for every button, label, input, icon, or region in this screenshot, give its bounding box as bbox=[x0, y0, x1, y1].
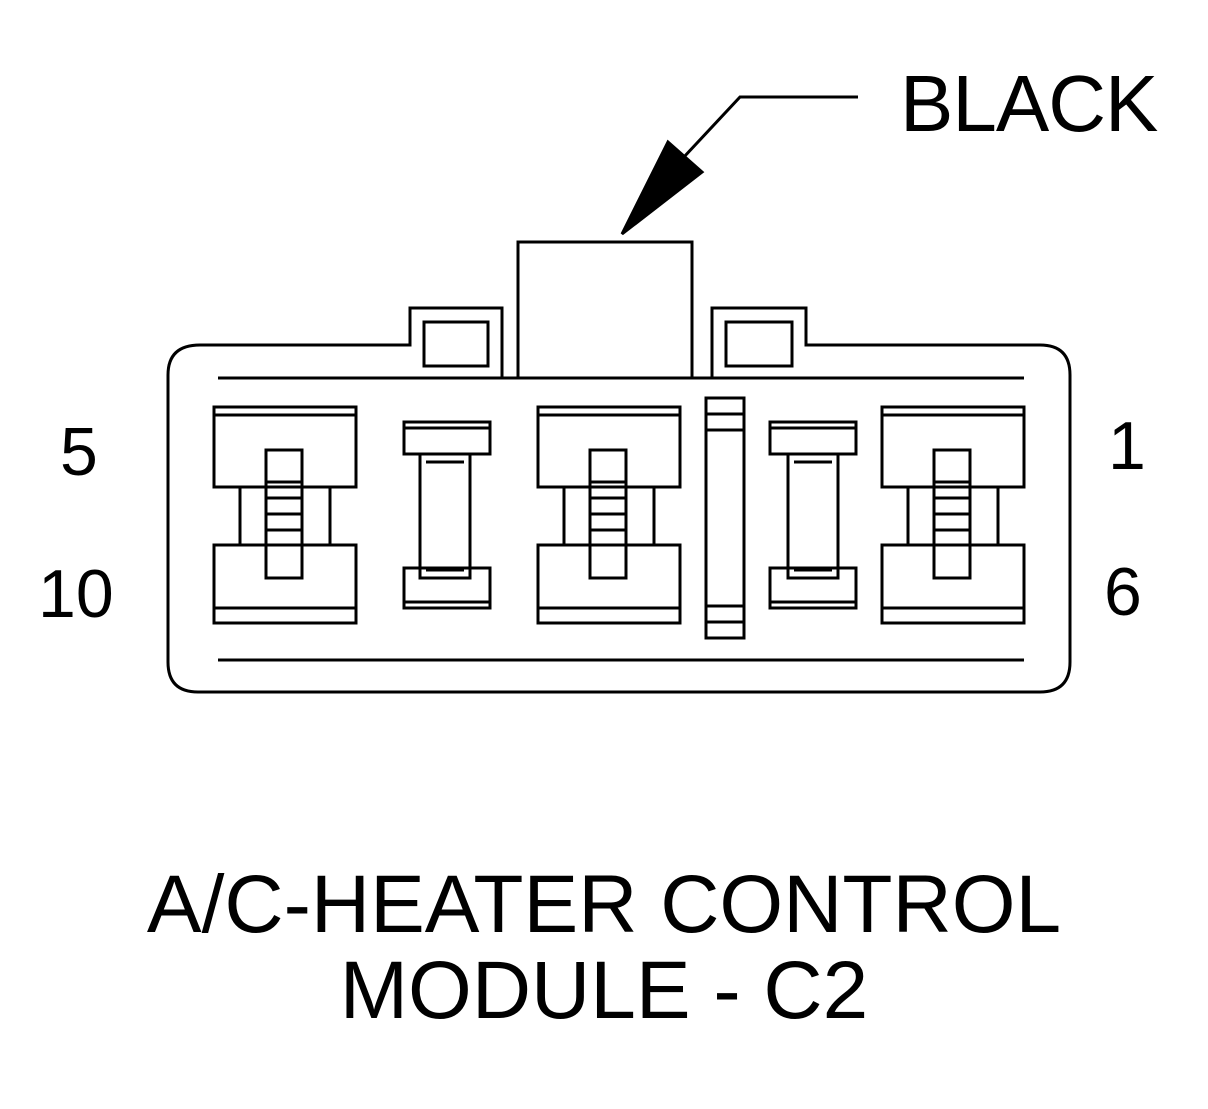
locking-tab-left bbox=[422, 320, 490, 368]
pin-label-bottom-left: 10 bbox=[38, 556, 114, 632]
connector-body bbox=[166, 240, 1072, 694]
cavity-large-right bbox=[880, 405, 1026, 625]
diagram-title: A/C-HEATER CONTROL MODULE - C2 bbox=[0, 862, 1208, 1034]
pin-label-top-right: 1 bbox=[1108, 408, 1146, 484]
pin-label-top-left: 5 bbox=[60, 414, 98, 490]
title-line-2: MODULE - C2 bbox=[339, 945, 869, 1036]
pin-label-bottom-right: 6 bbox=[1104, 554, 1142, 630]
color-leader-line bbox=[681, 95, 858, 160]
cavity-large-left bbox=[212, 405, 358, 625]
cavity-small-left bbox=[402, 420, 492, 610]
cavity-large-middle bbox=[536, 405, 682, 625]
center-key bbox=[704, 396, 746, 640]
connector-color-label: BLACK bbox=[900, 59, 1158, 148]
leader-arrowhead bbox=[620, 139, 705, 236]
title-line-1: A/C-HEATER CONTROL bbox=[146, 859, 1062, 950]
locking-tab-right bbox=[724, 320, 794, 368]
cavity-small-right bbox=[768, 420, 858, 610]
